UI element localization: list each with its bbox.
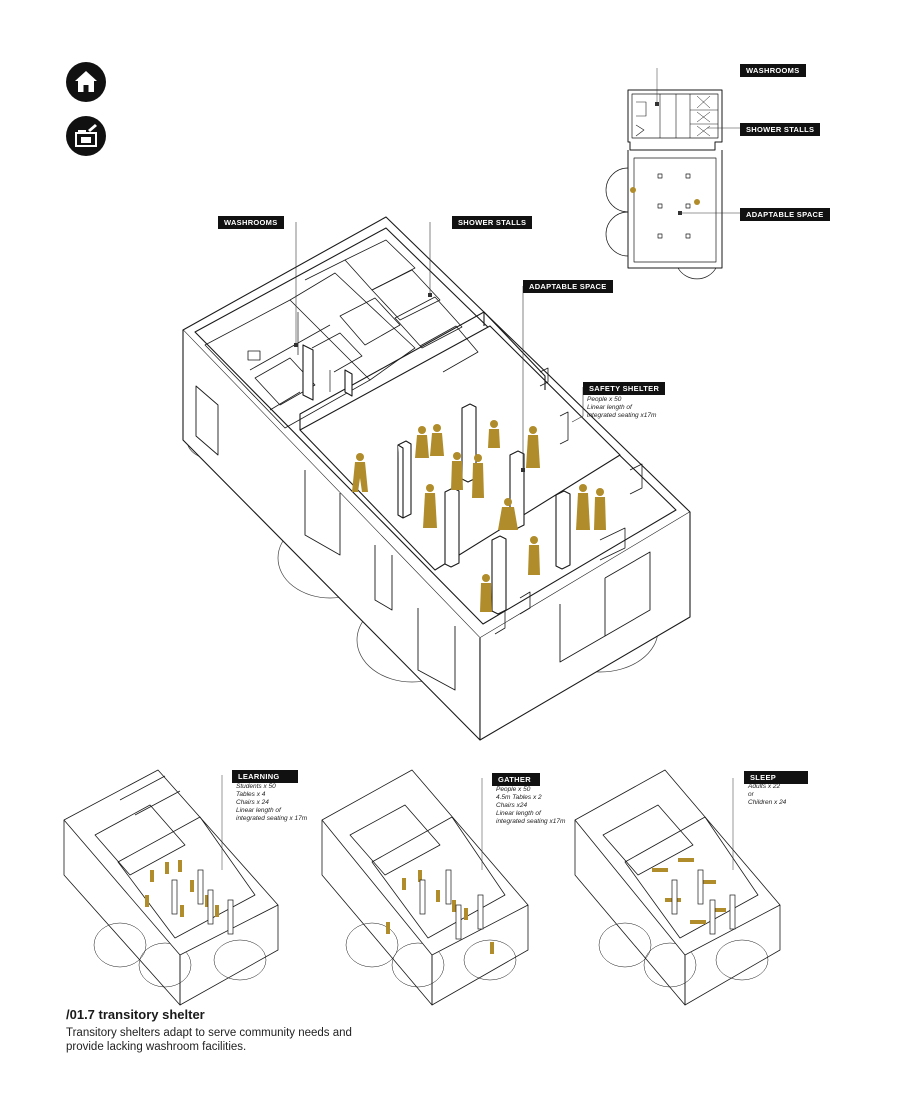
safety-shelter-notes: People x 50 Linear length of integrated … (587, 396, 657, 419)
variant-notes-sleep: Adults x 22 or Children x 24 (748, 783, 787, 806)
label-shower-stalls: SHOWER STALLS (452, 216, 533, 229)
variant-sleep (574, 769, 781, 1006)
plan-label-shower-stalls: SHOWER STALLS (740, 123, 821, 136)
label-adaptable-space: ADAPTABLE SPACE (523, 280, 613, 293)
shelter-icon[interactable] (66, 116, 106, 156)
caption-body: Transitory shelters adapt to serve commu… (66, 1027, 352, 1053)
label-safety-shelter: SAFETY SHELTER (583, 382, 666, 395)
variant-gather (321, 769, 529, 1006)
plan-label-adaptable-space: ADAPTABLE SPACE (740, 208, 830, 221)
home-icon[interactable] (66, 62, 106, 102)
variant-notes-gather: People x 50 4.5m Tables x 2 Chairs x24 L… (496, 786, 566, 825)
caption-title: /01.7 transitory shelter (66, 1007, 205, 1022)
variant-label-sleep: SLEEP (744, 771, 808, 784)
variant-label-gather: GATHER (492, 773, 540, 786)
variant-label-learning: LEARNING (232, 770, 298, 783)
main-axonometric (182, 216, 691, 741)
floor-plan (605, 68, 740, 280)
variant-notes-learning: Students x 50 Tables x 4 Chairs x 24 Lin… (236, 783, 308, 822)
plan-label-washrooms: WASHROOMS (740, 64, 806, 77)
label-washrooms: WASHROOMS (218, 216, 284, 229)
people-figures (145, 187, 726, 954)
variant-learning (63, 769, 279, 1006)
